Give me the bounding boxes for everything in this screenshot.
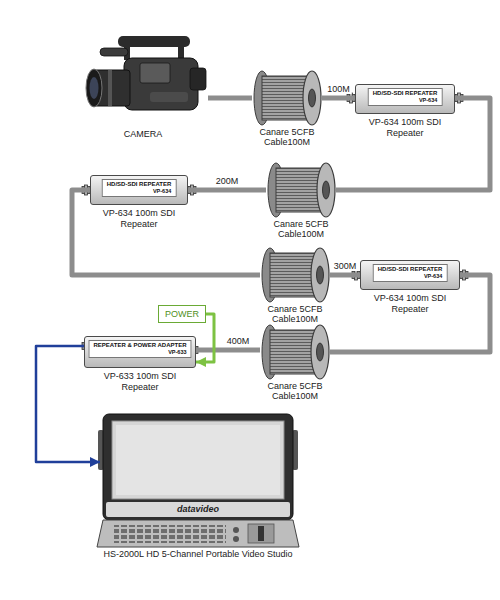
laptop-base xyxy=(97,520,299,547)
spool-caption: Canare 5CFB Cable100M xyxy=(266,219,336,239)
cable-spool: Canare 5CFB Cable100M xyxy=(260,324,330,402)
distance-label: 400M xyxy=(225,336,252,346)
camera-lens-ring xyxy=(108,70,112,106)
power-label: POWER xyxy=(165,309,199,319)
sdi-cable xyxy=(322,96,355,101)
cable-spool: Canare 5CFB Cable100M xyxy=(260,247,330,325)
camera-lens-front xyxy=(86,69,102,107)
plate-title: HD/SD-SDI REPEATER xyxy=(373,90,438,97)
camera-panel xyxy=(150,92,188,102)
plate-title: HD/SD-SDI REPEATER xyxy=(378,266,443,273)
product-caption: HS-2000L HD 5-Channel Portable Video Stu… xyxy=(100,549,296,559)
distance-label: 100M xyxy=(325,84,352,94)
laptop-tbar-panel xyxy=(248,524,274,543)
camera-drawing xyxy=(86,36,206,110)
plate-model: VP-633 xyxy=(93,349,186,356)
device-caption: VP-634 100m SDI Repeater xyxy=(364,293,456,315)
laptop-tbar xyxy=(258,526,264,541)
laptop-knob xyxy=(233,527,239,533)
cable-spool xyxy=(262,248,329,302)
repeater-device: HD/SD-SDI REPEATERVP-634VP-634 100m SDI … xyxy=(90,175,188,205)
repeater-device: HD/SD-SDI REPEATERVP-634VP-634 100m SDI … xyxy=(355,84,455,114)
cable-spool xyxy=(268,163,335,217)
power-box: POWER xyxy=(158,305,206,323)
laptop-screen xyxy=(112,421,284,499)
camera-lens-glass xyxy=(90,77,99,99)
spool-caption: Canare 5CFB Cable100M xyxy=(260,381,330,401)
spool-caption: Canare 5CFB Cable100M xyxy=(260,304,330,324)
sdi-cable xyxy=(208,96,252,101)
camera-microphone xyxy=(100,48,128,56)
sdi-cable xyxy=(330,273,360,278)
repeater-device: HD/SD-SDI REPEATERVP-634VP-634 100m SDI … xyxy=(360,260,460,290)
device-label-plate: HD/SD-SDI REPEATERVP-634 xyxy=(368,88,443,106)
spool-caption: Canare 5CFB Cable100M xyxy=(252,127,322,147)
device-caption: VP-634 100m SDI Repeater xyxy=(93,208,185,230)
device-label-plate: HD/SD-SDI REPEATERVP-634 xyxy=(102,179,177,197)
distance-label: 200M xyxy=(214,176,241,186)
device-label-plate: HD/SD-SDI REPEATERVP-634 xyxy=(373,264,448,282)
device-label-plate: REPEATER & POWER ADAPTERVP-633 xyxy=(88,340,191,358)
cable-spool: Canare 5CFB Cable100M xyxy=(252,70,322,148)
camera-viewfinder xyxy=(190,68,206,90)
camera-caption: CAMERA xyxy=(78,129,208,139)
plate-model: VP-634 xyxy=(107,188,172,195)
power-repeater-device: REPEATER & POWER ADAPTERVP-633VP-633 100… xyxy=(84,336,196,368)
device-caption: VP-634 100m SDI Repeater xyxy=(359,117,451,139)
laptop-drawing xyxy=(97,414,299,547)
plate-model: VP-634 xyxy=(373,97,438,104)
laptop-screen-glare xyxy=(116,425,280,495)
laptop-knob xyxy=(233,536,239,542)
laptop-studio: datavideoHS-2000L HD 5-Channel Portable … xyxy=(100,412,296,560)
laptop-buttons xyxy=(114,525,226,543)
cable-spool: Canare 5CFB Cable100M xyxy=(266,162,336,240)
plate-model: VP-634 xyxy=(378,273,443,280)
device-caption: VP-633 100m SDI Repeater xyxy=(94,371,186,393)
sdi-cable xyxy=(196,348,260,353)
plate-title: REPEATER & POWER ADAPTER xyxy=(93,342,186,349)
camera-lcd xyxy=(140,63,170,83)
plate-title: HD/SD-SDI REPEATER xyxy=(107,181,172,188)
distance-label: 300M xyxy=(332,261,359,271)
camera: CAMERA xyxy=(78,30,208,140)
laptop-bezel xyxy=(106,502,290,517)
camera-body xyxy=(124,58,198,110)
brand-logo: datavideo xyxy=(177,504,219,514)
sdi-cable xyxy=(188,188,266,193)
laptop-lid xyxy=(103,414,293,520)
cable-spool xyxy=(254,71,321,125)
cable-spool xyxy=(262,325,329,379)
